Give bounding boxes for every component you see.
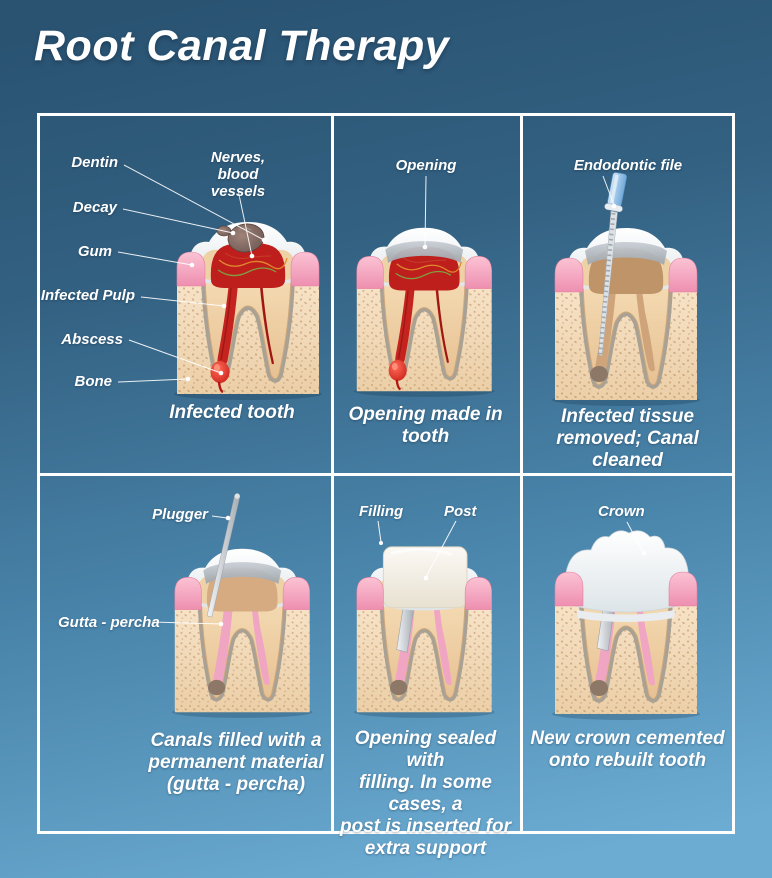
panel-infected-tooth: Dentin Decay Gum Infected Pulp Abscess B…: [40, 116, 328, 470]
caption-opening-made: Opening made in tooth: [348, 404, 503, 448]
caption-new-crown: New crown cemented onto rebuilt tooth: [530, 728, 725, 772]
infected-tooth-illustration: [117, 164, 322, 400]
leader-lines: [151, 515, 231, 627]
label-gutta-percha: Gutta - percha: [58, 614, 160, 631]
label-filling: Filling: [359, 503, 404, 520]
leader-lines: [422, 175, 428, 250]
opening-sealed-illustration: [353, 520, 495, 718]
new-crown-illustration: [552, 521, 700, 720]
caption-canals-filled: Canals filled with a permanent material …: [148, 730, 324, 796]
panel-canals-filled: Plugger Gutta - percha Canals filled wit…: [40, 476, 328, 831]
label-abscess: Abscess: [61, 331, 123, 348]
label-crown: Crown: [598, 503, 645, 520]
leader-lines: [602, 175, 617, 209]
label-nerves-blood-vessels: Nerves, blood vessels: [210, 149, 266, 200]
label-endodontic-file: Endodontic file: [573, 157, 683, 174]
panel-canal-cleaned: Endodontic file Infected tissue removed;…: [523, 116, 732, 472]
canals-filled-illustration: [151, 492, 313, 718]
label-bone: Bone: [74, 373, 113, 390]
label-opening: Opening: [395, 157, 457, 174]
panel-opening-sealed: Filling Post Opening sealed with filling…: [334, 476, 517, 859]
opening-made-illustration: [353, 175, 495, 397]
page-title: Root Canal Therapy: [34, 22, 450, 70]
label-plugger: Plugger: [152, 506, 208, 523]
label-gum: Gum: [77, 243, 112, 260]
label-dentin: Dentin: [71, 154, 118, 171]
leader-lines: [626, 521, 647, 556]
grid-divider-horizontal: [37, 473, 735, 476]
caption-canal-cleaned: Infected tissue removed; Canal cleaned: [556, 406, 699, 472]
label-post: Post: [444, 503, 477, 520]
leader-lines: [117, 164, 267, 383]
panel-opening-made: Opening Opening made in tooth: [334, 116, 517, 470]
panel-new-crown: Crown New crown cemented onto rebuilt to…: [523, 476, 732, 831]
caption-opening-sealed: Opening sealed with filling. In some cas…: [339, 728, 512, 860]
root-tip-residue: [590, 366, 608, 382]
leader-lines: [377, 520, 457, 581]
caption-infected-tooth: Infected tooth: [169, 402, 295, 423]
canal-cleaned-illustration: [552, 169, 700, 406]
label-infected-pulp: Infected Pulp: [40, 287, 135, 304]
label-decay: Decay: [72, 199, 117, 216]
